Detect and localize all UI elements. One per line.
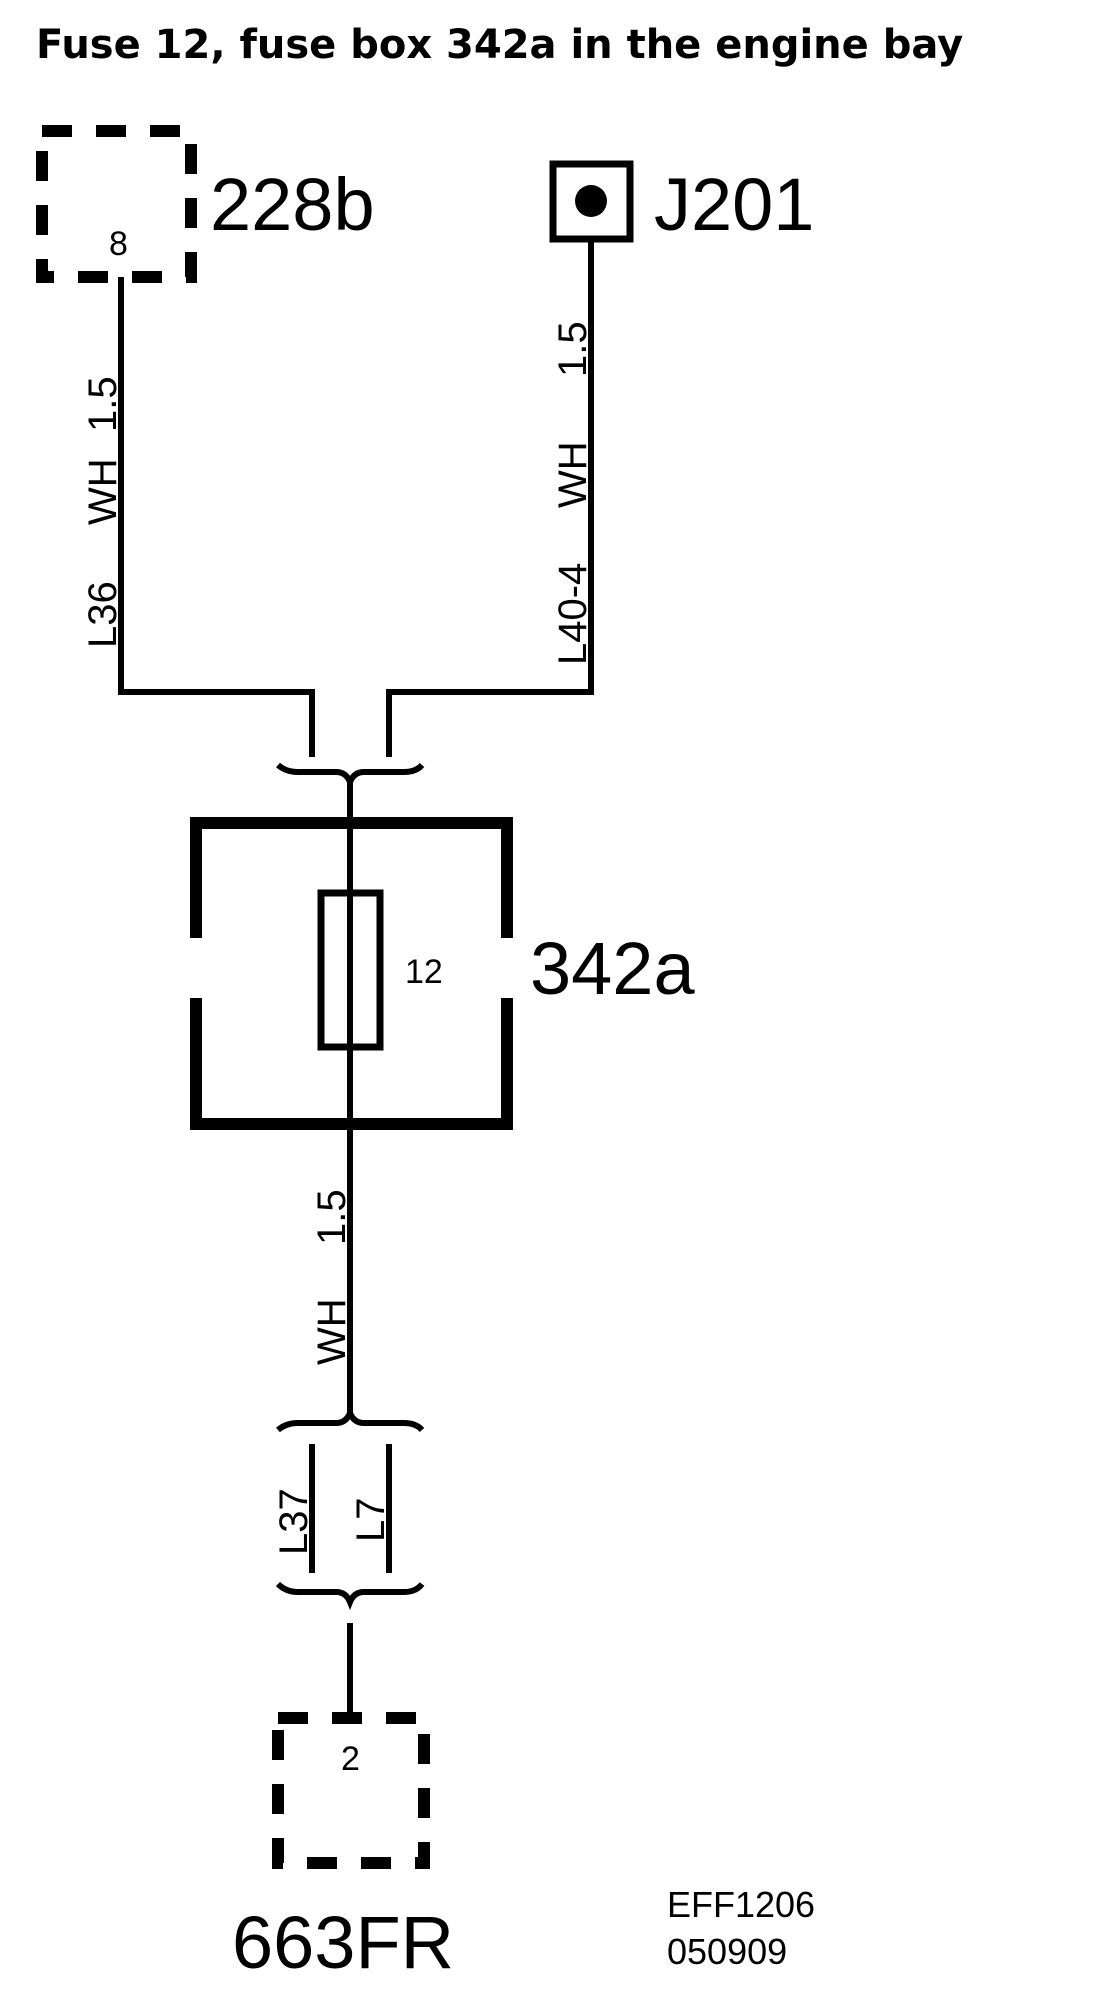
- wire-l40-4-id: L40-4: [551, 563, 595, 665]
- splice-dot-icon: [575, 185, 607, 217]
- connector-228b: [36, 125, 197, 283]
- fuse-12-number: 12: [405, 953, 443, 991]
- splice-j201: [549, 160, 634, 243]
- splice-j201-label: J201: [654, 163, 814, 246]
- connector-663fr-label: 663FR: [232, 1901, 454, 1984]
- connector-663fr: [272, 1712, 430, 1869]
- wire-main-size: 1.5: [310, 1189, 354, 1245]
- wire-l40-4-size: 1.5: [551, 321, 595, 377]
- wire-l37-id: L37: [272, 1488, 316, 1555]
- split-brace-top: [276, 1404, 425, 1433]
- wire-main-color: WH: [310, 1298, 354, 1365]
- reference-date: 050909: [667, 1931, 787, 1972]
- reference-code: EFF1206: [667, 1884, 815, 1925]
- wire-l40-4: [386, 237, 594, 757]
- wire-l7-id: L7: [349, 1498, 393, 1543]
- diagram-title: Fuse 12, fuse box 342a in the engine bay: [36, 22, 963, 68]
- wire-l36-color: WH: [81, 458, 125, 525]
- join-brace-bottom: [275, 1581, 425, 1611]
- fusebox-342a-label: 342a: [530, 927, 695, 1010]
- connector-228b-pin: 8: [109, 225, 128, 263]
- connector-228b-label: 228b: [210, 163, 375, 246]
- wire-l36-id: L36: [81, 581, 125, 648]
- wire-l36-size: 1.5: [81, 376, 125, 432]
- connector-663fr-pin: 2: [341, 1740, 360, 1778]
- wire-l36: [118, 277, 315, 757]
- wire-l40-4-color: WH: [551, 441, 595, 508]
